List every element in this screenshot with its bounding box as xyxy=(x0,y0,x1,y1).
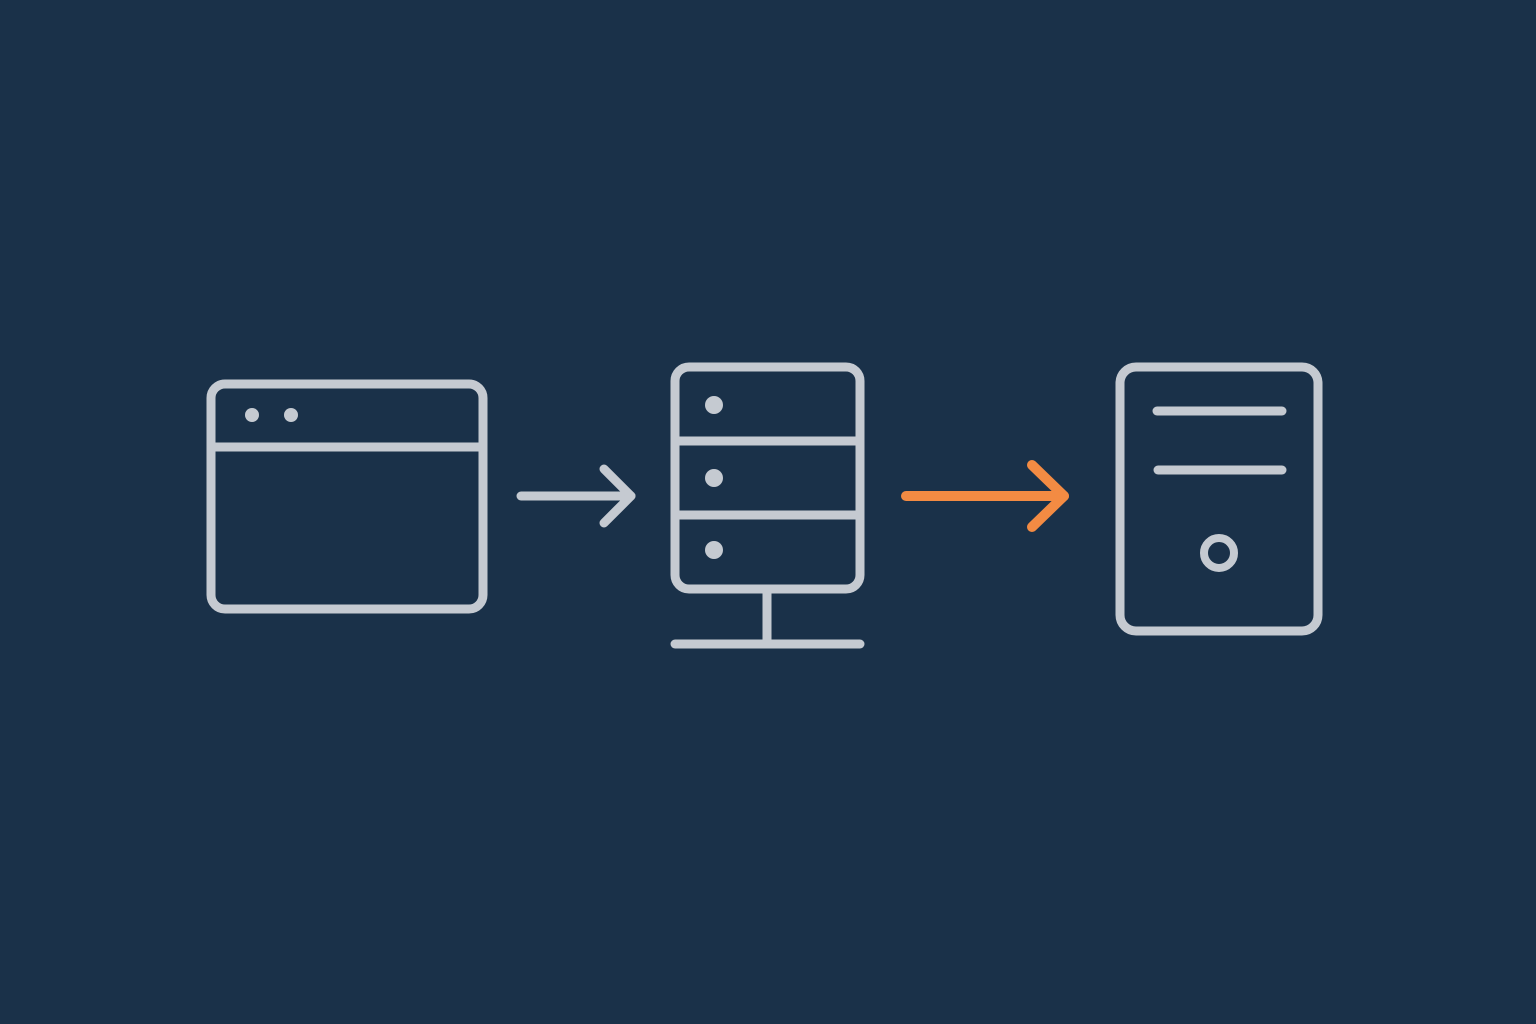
server-rack-icon xyxy=(670,362,865,649)
power-button-icon xyxy=(1200,534,1238,572)
arrow-head xyxy=(599,464,636,528)
arrow-browser-to-server xyxy=(516,464,636,528)
browser-frame xyxy=(206,379,488,614)
arrow-head xyxy=(1027,460,1069,532)
server-led xyxy=(705,396,723,414)
tower-frame xyxy=(1115,362,1323,636)
computer-tower-icon xyxy=(1115,362,1323,636)
browser-dot xyxy=(284,408,298,422)
server-led xyxy=(705,541,723,559)
arrow-server-to-computer xyxy=(901,460,1069,532)
browser-window-icon xyxy=(206,379,488,614)
server-led xyxy=(705,469,723,487)
browser-dot xyxy=(245,408,259,422)
